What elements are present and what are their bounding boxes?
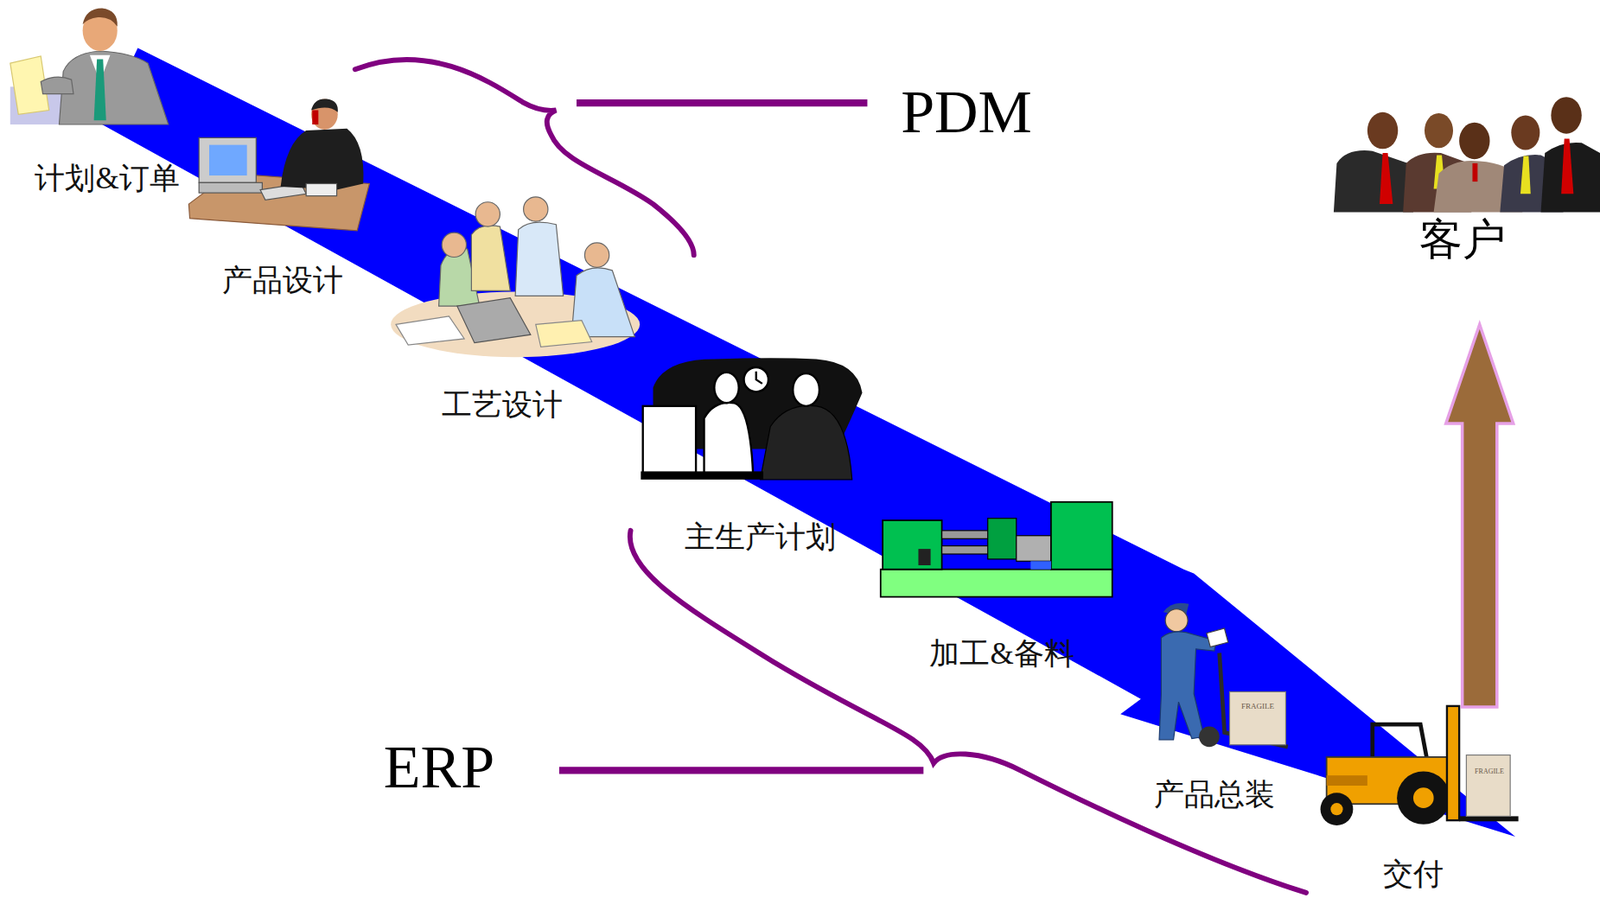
delivery-arrow [1446,324,1514,708]
manager-figure [10,7,169,125]
stage-label: 产品总装 [1153,777,1275,814]
stage-label: 计划&订单 [34,160,179,198]
pdm-bracket [355,59,695,255]
customers-figure [1333,96,1600,212]
stage-label: 交付 [1383,856,1444,893]
design-team-figure [390,197,640,357]
erp-bracket [630,530,1307,893]
stage-label: 加工&备料 [929,636,1074,673]
box-marking: FRAGILE [1241,701,1275,712]
desk-figure [188,98,370,230]
stage-label: 工艺设计 [441,387,563,424]
system-label: ERP [383,731,495,804]
system-label: PDM [900,76,1033,149]
customer-label: 客户 [1419,213,1506,266]
box-marking: FRAGILE [1474,767,1505,777]
forklift-figure [1320,706,1519,826]
pdm-leader-line [576,99,867,107]
planning-meeting-figure [640,357,862,479]
flow-band [101,47,1516,837]
stage-label: 主生产计划 [684,519,836,556]
machine-tool-figure [880,502,1113,598]
stage-label: 产品设计 [222,262,344,300]
assembly-worker-figure [1159,603,1288,747]
erp-leader-line [559,766,924,774]
